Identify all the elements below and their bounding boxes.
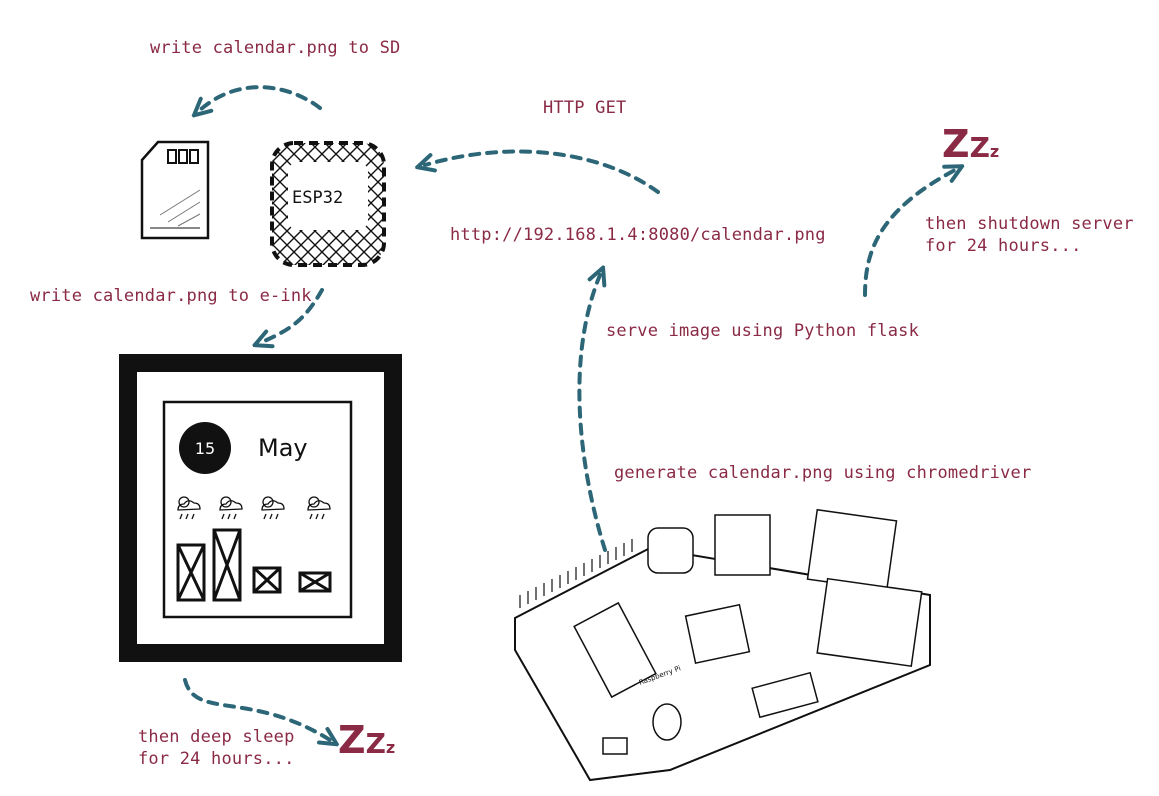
label-write-sd: write calendar.png to SD	[150, 38, 401, 58]
arrows	[183, 85, 955, 740]
sd-card-icon	[140, 140, 210, 240]
sleep-z-mid: Z	[969, 131, 990, 164]
date-circle	[179, 422, 231, 474]
label-write-eink: write calendar.png to e-ink	[30, 286, 312, 306]
micro-usb	[602, 737, 628, 755]
arrow-http-get	[425, 149, 660, 194]
date-month: May	[258, 434, 308, 462]
label-url: http://192.168.1.4:8080/calendar.png	[450, 225, 826, 245]
sleep-symbol-server: ZZz	[942, 122, 999, 166]
label-deep-sleep-line2: for 24 hours...	[138, 749, 295, 769]
capacitor	[652, 703, 682, 741]
bar-sketch	[298, 571, 332, 593]
label-deep-sleep: then deep sleep for 24 hours...	[138, 726, 295, 770]
arrow-shutdown	[863, 170, 955, 297]
bar-sketch	[212, 528, 242, 602]
label-http-get: HTTP GET	[543, 98, 627, 118]
label-shutdown-line1: then shutdown server	[925, 214, 1134, 234]
sleep-z-small: z	[989, 142, 1000, 161]
esp32-label: ESP32	[292, 188, 343, 208]
arrow-write-sd	[200, 85, 322, 110]
label-deep-sleep-line1: then deep sleep	[138, 727, 295, 747]
date-day: 15	[195, 439, 215, 458]
bar-sketch	[252, 566, 282, 594]
weather-icon	[177, 496, 201, 520]
sd-slot	[573, 601, 657, 699]
esp32-chip: ESP32	[270, 141, 386, 267]
usb-port	[806, 508, 898, 592]
soc-chip	[684, 603, 751, 664]
sleep-z-big: Z	[942, 122, 970, 166]
arrow-deep-sleep	[183, 678, 330, 740]
sleep-z-mid: Z	[365, 727, 386, 760]
label-serve: serve image using Python flask	[606, 321, 920, 341]
label-generate: generate calendar.png using chromedriver	[614, 463, 1032, 483]
bar-sketches	[176, 528, 332, 602]
weather-icon	[307, 496, 331, 520]
eink-display: 15 May	[119, 354, 402, 662]
raspberry-pi-board: Raspberry Pi	[514, 508, 931, 782]
audio-jack	[647, 527, 694, 574]
weather-icons	[177, 496, 331, 520]
rca-connector	[714, 514, 771, 576]
sleep-z-big: Z	[338, 718, 366, 762]
weather-icon	[219, 496, 243, 520]
arrow-write-eink	[262, 288, 324, 342]
weather-icon	[261, 496, 285, 520]
gpio-header	[519, 539, 633, 608]
bar-sketch	[176, 543, 206, 602]
hdmi-port	[751, 671, 819, 719]
ethernet-port	[816, 577, 923, 668]
arrow-serve	[577, 275, 607, 552]
sleep-z-small: z	[385, 738, 396, 757]
sleep-symbol-esp32: ZZz	[338, 718, 395, 762]
label-shutdown: then shutdown server for 24 hours...	[925, 213, 1134, 257]
label-shutdown-line2: for 24 hours...	[925, 236, 1082, 256]
